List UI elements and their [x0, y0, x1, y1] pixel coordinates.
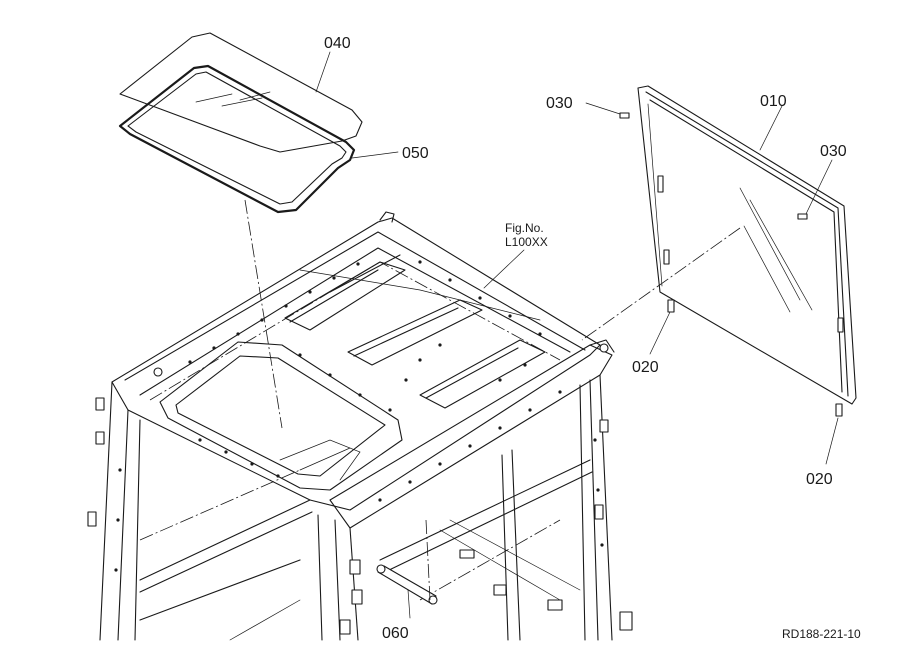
- pin-020-upper: [667, 299, 675, 313]
- roof-glass-040: [119, 32, 363, 153]
- label-030-right: 030: [820, 143, 847, 160]
- centerline-040: [244, 199, 283, 429]
- label-060: 060: [382, 625, 409, 642]
- rear-glass-010: [637, 85, 857, 405]
- label-010: 010: [760, 93, 787, 110]
- roof-seal-050: [118, 64, 356, 214]
- pin-030-right: [797, 213, 808, 220]
- label-030-left: 030: [546, 95, 573, 112]
- cab-frame: [87, 211, 633, 641]
- label-020-lower: 020: [806, 471, 833, 488]
- figure-ref-line2: L100XX: [505, 235, 548, 249]
- drawing-code: RD188-221-10: [782, 627, 861, 641]
- leader-lines: [315, 51, 839, 619]
- centerline-010: [581, 227, 741, 341]
- label-050: 050: [402, 145, 429, 162]
- label-020-upper: 020: [632, 359, 659, 376]
- label-040: 040: [324, 35, 351, 52]
- pin-030-left: [619, 112, 630, 119]
- figure-ref-line1: Fig.No.: [505, 221, 544, 235]
- bar-060: [376, 519, 438, 605]
- pin-020-lower: [835, 403, 843, 417]
